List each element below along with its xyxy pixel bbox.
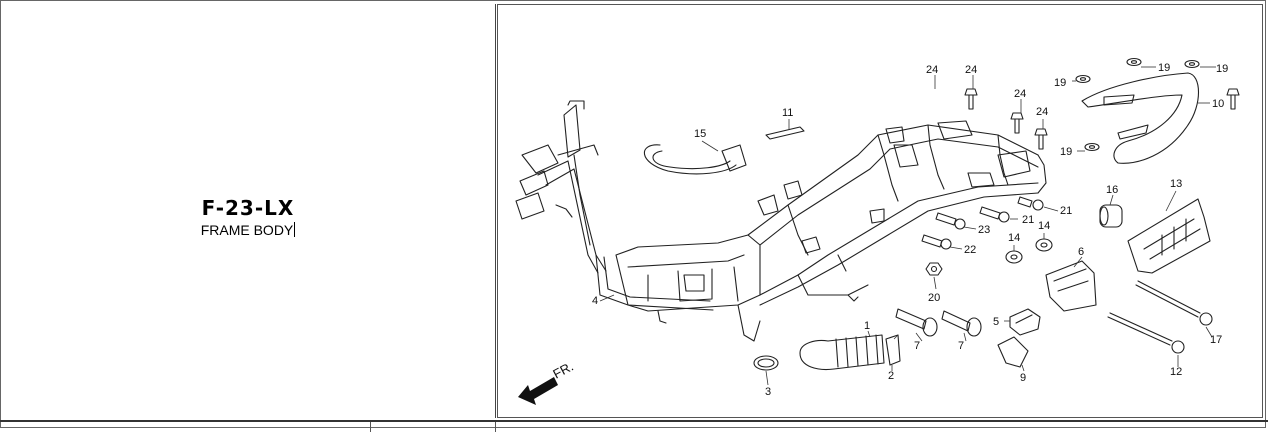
part-7-grommets [895,308,982,337]
callout-7b: 7 [958,340,964,352]
bottom-row-separator [370,422,371,432]
bottom-row-separator [495,422,496,432]
frame-head-pipe [515,100,714,311]
part-6-bracket [1045,260,1097,312]
part-10-grab-rail [1081,72,1199,164]
callout-2: 2 [888,370,894,382]
part-16-damper [1099,204,1123,228]
leader-lines [599,66,1216,386]
title-block: F-23-LX FRAME BODY [3,196,493,238]
callout-5: 5 [993,316,999,328]
frame-lower-cradle [615,234,761,342]
page-name-text: FRAME BODY [200,222,294,238]
callout-17: 17 [1210,334,1222,346]
callout-19c: 19 [1054,77,1066,89]
text-cursor [294,222,296,237]
part-15-strap [643,144,747,175]
callout-14b: 14 [1038,220,1050,232]
callout-21b: 21 [1060,205,1072,217]
part-2-clip [885,334,901,366]
callout-14a: 14 [1008,232,1020,244]
part-19-washers [1075,57,1200,152]
part-21-23-bolts [921,196,1044,250]
frame-side-rails [747,124,1047,306]
table-bottom-row [0,420,1268,432]
part-5-rubber [1009,308,1041,336]
callout-7a: 7 [914,340,920,352]
callout-12: 11 [782,107,793,119]
callout-19a: 19 [1158,62,1170,74]
diagram-cell: 24 24 24 24 11 15 19 19 19 19 10 16 13 2… [497,4,1263,418]
callout-1: 1 [864,320,870,332]
frame-brackets [757,120,1031,254]
front-arrow-icon [518,377,558,405]
front-direction-arrow: FR. [518,359,576,405]
title-cell: F-23-LX FRAME BODY [3,4,493,418]
callout-6: 6 [1078,246,1084,258]
callout-10: 10 [1212,98,1224,110]
callout-24a: 24 [926,64,938,76]
part-3-clamp [753,355,779,371]
callout-24b: 24 [965,64,977,76]
callout-19b: 19 [1216,63,1228,75]
part-1-bellows [799,334,885,371]
callout-23: 23 [978,224,990,236]
part-12-plate [765,126,805,140]
callout-20: 20 [928,292,940,304]
callout-24d: 24 [1036,106,1048,118]
callout-labels: 24 24 24 24 11 15 19 19 19 19 10 16 13 2… [592,62,1228,398]
callout-22: 22 [964,244,976,256]
column-divider [495,4,496,418]
part-9-cap [997,336,1029,368]
callout-3: 3 [765,386,771,398]
callout-9: 9 [1020,372,1026,384]
part-11-heat-guard [1127,198,1211,274]
callout-15: 15 [694,128,706,140]
callout-21a: 21 [1022,214,1034,226]
callout-16: 16 [1106,184,1118,196]
callout-24c: 24 [1014,88,1026,100]
callout-19d: 19 [1060,146,1072,158]
part-17-13-long-bolts [1107,280,1213,354]
callout-4: 4 [592,295,598,307]
callout-13: 12 [1170,366,1182,378]
part-24-bolts [964,88,1240,150]
callout-11: 13 [1170,178,1182,190]
page-code: F-23-LX [201,196,295,220]
part-20-nut [925,262,943,276]
page-name[interactable]: FRAME BODY [3,222,493,238]
exploded-parts-diagram: 24 24 24 24 11 15 19 19 19 19 10 16 13 2… [515,57,1240,405]
